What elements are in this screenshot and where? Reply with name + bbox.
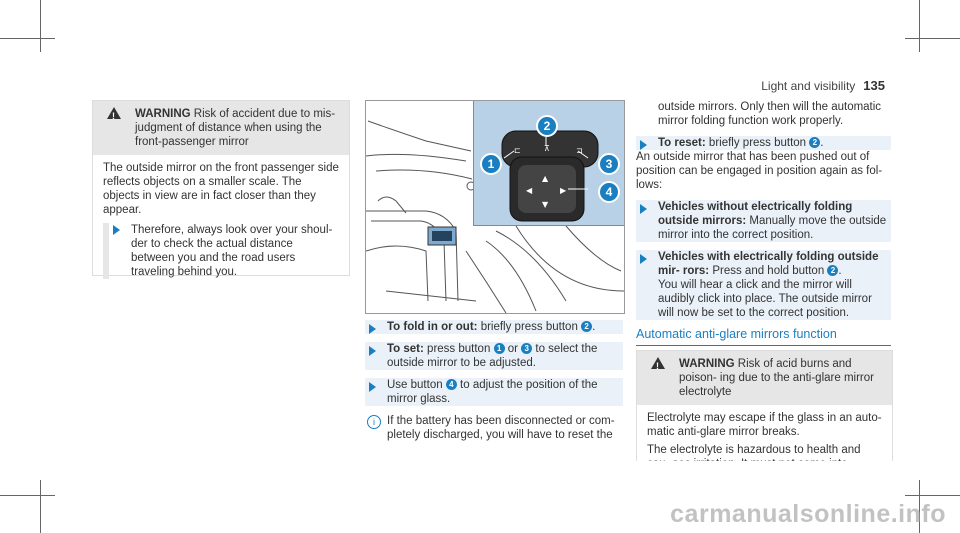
instruction-text: to adjust the position of the mirror gla…	[387, 379, 598, 405]
crop-mark	[40, 480, 41, 533]
instruction-fold: To fold in or out: briefly press button …	[365, 320, 623, 334]
button-ref: 2	[809, 137, 821, 149]
arrow-icon	[640, 254, 647, 264]
crop-mark	[905, 495, 960, 496]
arrow-icon	[369, 324, 376, 334]
page-header: Light and visibility 135	[761, 78, 885, 93]
instruction-reset: To reset: briefly press button 2.	[636, 136, 891, 150]
svg-text:▲: ▲	[542, 174, 549, 183]
instruction-text: Press and hold button	[712, 265, 825, 277]
crop-mark	[919, 0, 920, 52]
crop-mark	[0, 495, 55, 496]
crop-mark	[0, 38, 55, 39]
door-illustration	[366, 120, 624, 313]
instruction-manual: Vehicles without electrically folding ou…	[636, 200, 891, 242]
warning-step-text: Therefore, always look over your shoul- …	[131, 224, 333, 278]
arrow-icon	[369, 346, 376, 356]
warning-label: WARNING	[679, 358, 735, 370]
instruction-label: To fold in or out:	[387, 321, 478, 333]
control-inset: ⊏ ⊼ ⊐ ▲ ◀ ▶ ▼ 1 2 3 4	[473, 101, 624, 226]
button-ref: 2	[827, 265, 839, 277]
instruction-label: To reset:	[658, 137, 706, 149]
instruction-text: briefly press button	[708, 137, 807, 149]
instruction-set: To set: press button 1 or 3 to select th…	[365, 342, 623, 370]
arrow-icon	[113, 225, 120, 235]
crop-mark	[905, 38, 960, 39]
button-ref: 2	[581, 321, 593, 333]
arrow-icon	[640, 204, 647, 214]
warning-box-electrolyte: WARNING Risk of acid burns and poison- i…	[636, 350, 893, 461]
callout-3: 3	[598, 153, 620, 175]
svg-text:◀: ◀	[526, 186, 533, 195]
mirror-control-figure: ⊏ ⊼ ⊐ ▲ ◀ ▶ ▼ 1 2 3 4	[365, 100, 625, 314]
warning-box: WARNING Risk of accident due to mis- jud…	[92, 100, 350, 279]
callout-2: 2	[536, 115, 558, 137]
warning-text: The outside mirror on the front passenge…	[103, 162, 339, 216]
warning-text: Electrolyte may escape if the glass in a…	[647, 412, 882, 438]
watermark: carmanualsonline.info	[670, 500, 946, 528]
svg-text:▶: ▶	[560, 186, 567, 195]
button-ref: 4	[445, 379, 457, 391]
info-note: i If the battery has been disconnected o…	[365, 414, 623, 442]
instruction-label: Vehicles without electrically folding ou…	[658, 201, 853, 227]
warning-body: Electrolyte may escape if the glass in a…	[637, 405, 892, 461]
step-bar	[103, 223, 109, 279]
warning-lead: Risk of accident due to mis- judgment of…	[135, 108, 336, 148]
warning-header: WARNING Risk of accident due to mis- jud…	[93, 101, 349, 155]
callout-1: 1	[480, 153, 502, 175]
svg-text:⊼: ⊼	[544, 144, 550, 153]
warning-label: WARNING	[135, 108, 191, 120]
continued-text: outside mirrors. Only then will the auto…	[658, 101, 882, 127]
warning-header: WARNING Risk of acid burns and poison- i…	[637, 351, 892, 405]
warning-icon	[107, 107, 121, 123]
mirror-instructions: To fold in or out: briefly press button …	[365, 320, 623, 442]
instruction-text: Use button	[387, 379, 443, 391]
right-column: outside mirrors. Only then will the auto…	[636, 100, 891, 320]
warning-text: The electrolyte is hazardous to health a…	[647, 444, 861, 461]
note-text: If the battery has been disconnected or …	[387, 415, 615, 441]
svg-text:⊐: ⊐	[576, 146, 583, 155]
warning-step: Therefore, always look over your shoul- …	[103, 223, 339, 279]
instruction-label: To set:	[387, 343, 424, 355]
pushed-out-text: An outside mirror that has been pushed o…	[636, 151, 883, 191]
button-ref: 1	[493, 343, 505, 355]
info-icon: i	[367, 415, 381, 429]
svg-text:▼: ▼	[542, 200, 549, 209]
section-name: Light and visibility	[761, 79, 856, 93]
arrow-icon	[369, 382, 376, 392]
arrow-icon	[640, 140, 647, 150]
crop-mark	[40, 0, 41, 52]
instruction-label: Vehicles with electrically folding outsi…	[658, 251, 879, 277]
svg-text:⊏: ⊏	[514, 146, 521, 155]
warning-body: The outside mirror on the front passenge…	[93, 155, 349, 285]
instruction-text: You will hear a click and the mirror wil…	[658, 279, 872, 319]
instruction-text: briefly press button	[480, 321, 578, 333]
warning-icon	[651, 357, 665, 373]
mirror-switch-illustration: ⊏ ⊼ ⊐ ▲ ◀ ▶ ▼	[501, 130, 599, 222]
instruction-electric: Vehicles with electrically folding outsi…	[636, 250, 891, 320]
crop-mark	[919, 480, 920, 533]
instruction-text: press button	[427, 343, 491, 355]
button-ref: 3	[521, 343, 533, 355]
instruction-text: to select the outside mirror to be adjus…	[387, 343, 598, 369]
instruction-text: Manually move the outside mirror into th…	[658, 215, 887, 241]
instruction-adjust: Use button 4 to adjust the position of t…	[365, 378, 623, 406]
page-number: 135	[863, 78, 885, 93]
warning-lead: Risk of acid burns and poison- ing due t…	[679, 358, 874, 398]
instruction-text: or	[507, 343, 518, 355]
callout-4: 4	[598, 181, 620, 203]
section-title: Automatic anti-glare mirrors function	[636, 327, 891, 346]
